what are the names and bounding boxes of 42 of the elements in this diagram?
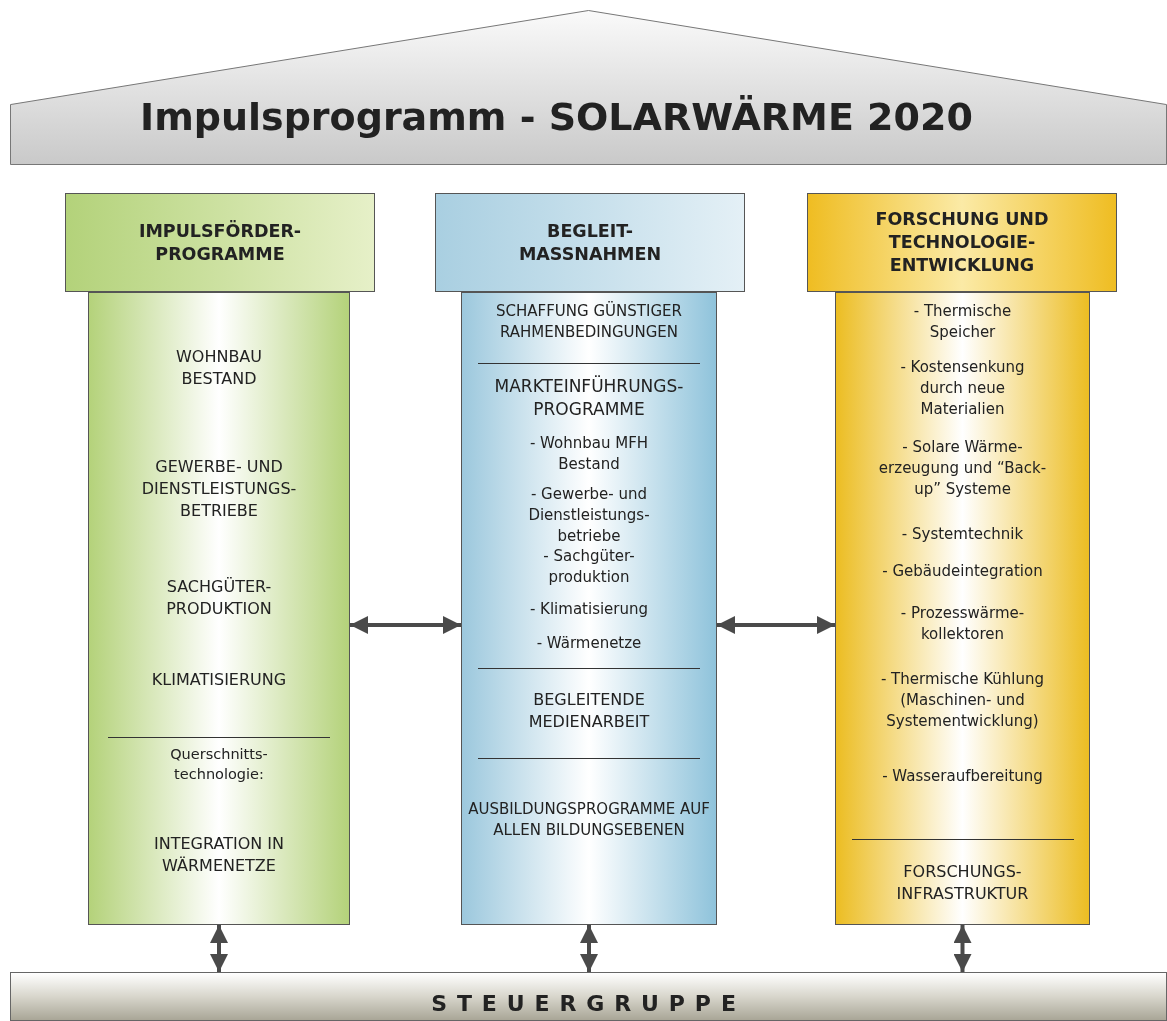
double-arrow (580, 925, 598, 972)
column-text: - Kostensenkung durch neue Materialien (899, 357, 1026, 420)
column-text: BEGLEITENDE MEDIENARBEIT (527, 689, 651, 733)
column-text: AUSBILDUNGSPROGRAMME AUF ALLEN BILDUNGSEBENEN (467, 799, 711, 841)
column-text: - Thermische Speicher (912, 301, 1013, 343)
column-text: - Solare Wärme- erzeugung und “Back-up” Systeme (877, 437, 1048, 500)
column-text: KLIMATISIERUNG (150, 669, 288, 691)
column-text: - Systemtechnik (900, 524, 1025, 545)
column-text: WOHNBAU BESTAND (174, 346, 263, 390)
column-text: SACHGÜTER- PRODUKTION (165, 576, 273, 620)
header-box (65, 193, 375, 292)
column-text: - Prozesswärme- kollektoren (899, 603, 1026, 645)
column-text: - Sachgüter- produktion (542, 546, 636, 588)
base-text: STEUERGRUPPE (431, 990, 746, 1018)
column-text: GEWERBE- UND DIENSTLEISTUNGS- BETRIEBE (140, 456, 298, 522)
column-text: - Wärmenetze (535, 633, 643, 654)
double-arrow (210, 925, 228, 972)
header-text: IMPULSFÖRDER- PROGRAMME (137, 219, 303, 266)
column-text: FORSCHUNGS- INFRASTRUKTUR (895, 861, 1030, 905)
column-text: - Wohnbau MFH Bestand (529, 433, 649, 475)
double-arrow (350, 616, 461, 634)
column-text: - Thermische Kühlung (Maschinen- und Systementwicklung) (879, 669, 1046, 732)
column-text: - Gewerbe- und Dienstleistungs- betriebe (527, 484, 651, 547)
pillar-column (835, 292, 1090, 925)
base-bar (10, 972, 1167, 1021)
column-text: SCHAFFUNG GÜNSTIGER RAHMENBEDINGUNGEN (495, 301, 683, 343)
column-text: - Wasseraufbereitung (881, 766, 1044, 787)
pillar-column (461, 292, 717, 925)
roof-banner (10, 10, 1167, 165)
column-text: MARKTEINFÜHRUNGS- PROGRAMME (493, 375, 685, 421)
header-text: FORSCHUNG UND TECHNOLOGIE- ENTWICKLUNG (874, 208, 1050, 277)
double-arrow (717, 616, 835, 634)
title-text: Impulsprogramm - SOLARWÄRME 2020 (140, 94, 973, 141)
column-text: INTEGRATION IN WÄRMENETZE (153, 833, 285, 877)
header-text: BEGLEIT- MASSNAHMEN (517, 219, 663, 266)
header-box (807, 193, 1117, 292)
column-text: - Gebäudeintegration (881, 561, 1044, 582)
header-box (435, 193, 745, 292)
column-text: - Klimatisierung (528, 599, 650, 620)
double-arrow (953, 925, 972, 972)
column-text: Querschnitts- technologie: (169, 745, 269, 784)
pillar-column (88, 292, 350, 925)
